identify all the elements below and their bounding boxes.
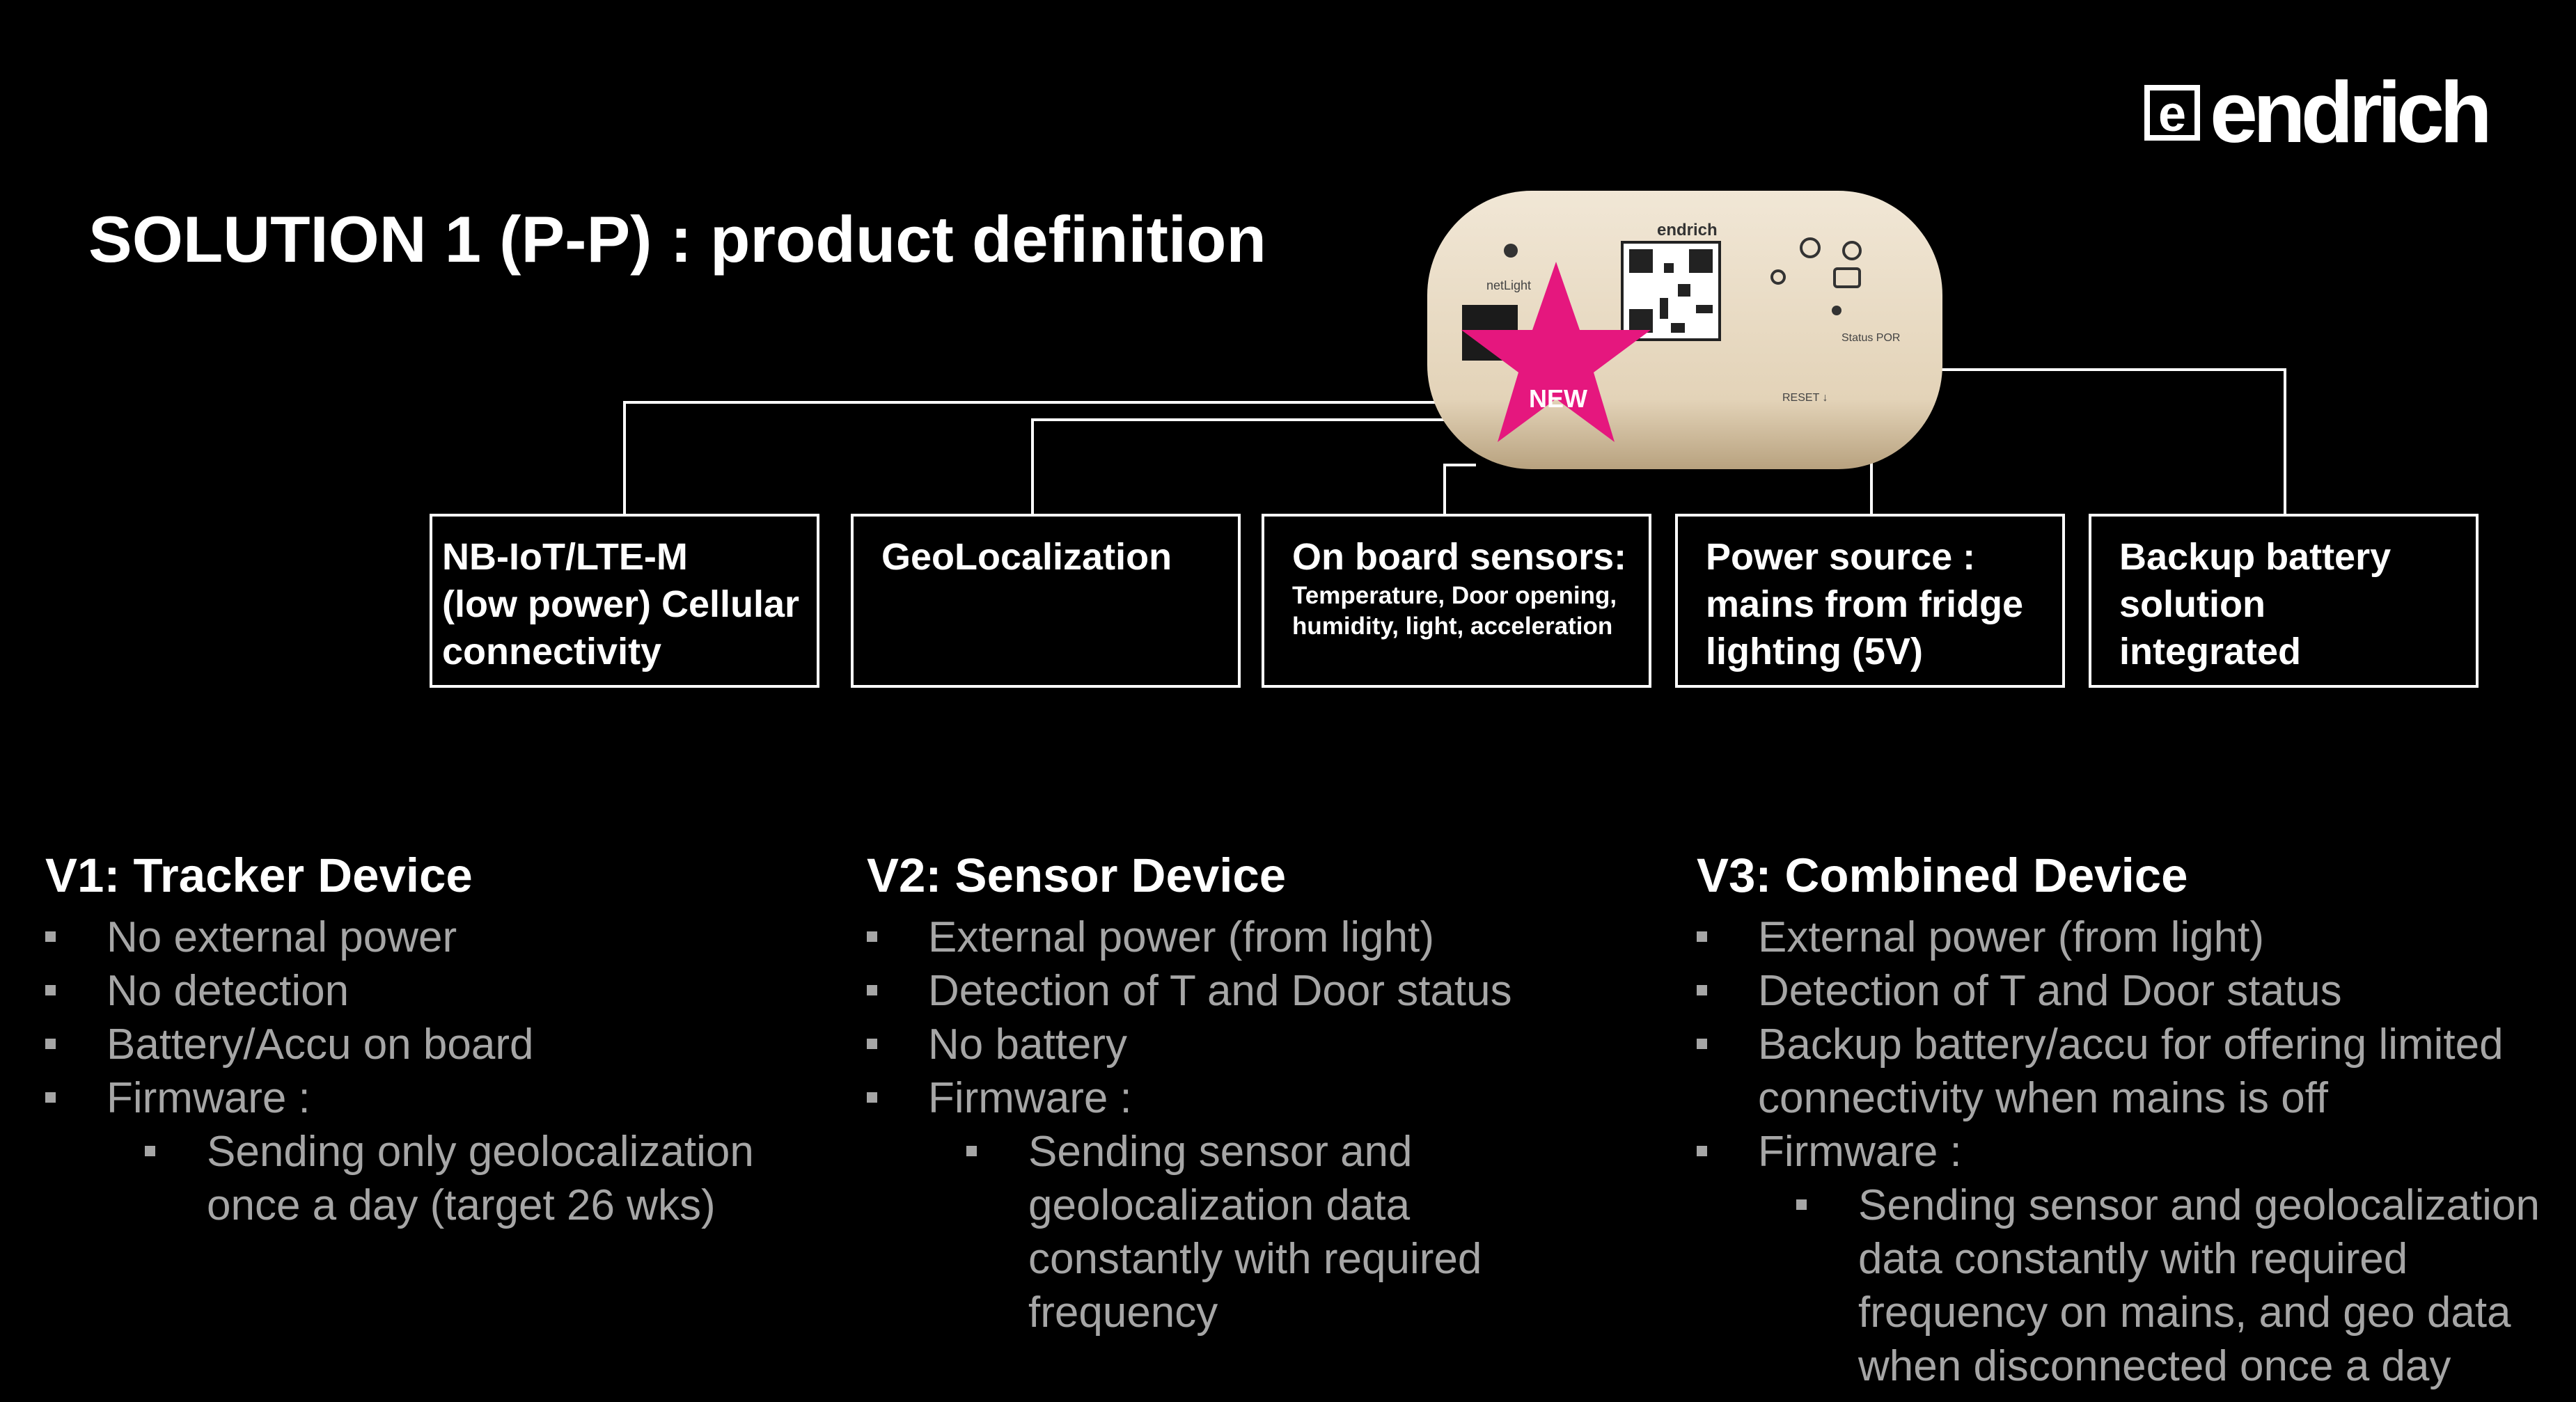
version-column-v3: V3: Combined Device External power (from… bbox=[1697, 841, 2540, 1393]
sub-bullet-item: Sending only geolocalization bbox=[45, 1125, 754, 1179]
device-print-reset: RESET ↓ bbox=[1782, 392, 1828, 404]
version-bullets: External power (from light)Detection of … bbox=[1697, 911, 2540, 1393]
bullet-item: connectivity when mains is off bbox=[1758, 1074, 2329, 1122]
sub-bullet-item: constantly with required bbox=[1028, 1235, 1482, 1283]
sub-bullet-item: frequency bbox=[1028, 1289, 1218, 1337]
device-image: endrich netLight Status POR RESET ↓ NEW bbox=[1420, 187, 1949, 479]
bullet-item: Firmware : bbox=[1697, 1125, 2540, 1179]
feature-box-geolocalization: GeoLocalization bbox=[851, 514, 1241, 688]
bullet-item: Firmware : bbox=[867, 1071, 1512, 1125]
svg-text:e: e bbox=[2158, 86, 2186, 141]
endrich-logo: e endrich bbox=[2144, 65, 2492, 161]
sub-bullet-item: once a day (target 26 wks) bbox=[207, 1181, 716, 1229]
sub-bullet-item: Sending sensor and geolocalization bbox=[1697, 1179, 2540, 1232]
endrich-e-logo-icon: e bbox=[2144, 85, 2200, 142]
version-bullets: External power (from light)Detection of … bbox=[867, 911, 1512, 1339]
feature-box-sensors: On board sensors: Temperature, Door open… bbox=[1262, 514, 1651, 688]
feature-box-connectivity: NB-IoT/LTE-M (low power) Cellular connec… bbox=[430, 514, 819, 688]
version-title: V1: Tracker Device bbox=[45, 849, 473, 902]
version-title: V2: Sensor Device bbox=[867, 849, 1287, 902]
sub-bullet-item: data constantly with required bbox=[1858, 1235, 2408, 1283]
sub-bullet-item: frequency on mains, and geo data bbox=[1858, 1289, 2511, 1337]
device-print-brand: endrich bbox=[1657, 221, 1718, 239]
bullet-item: No battery bbox=[867, 1018, 1512, 1071]
version-column-v2: V2: Sensor Device External power (from l… bbox=[867, 841, 1512, 1339]
sub-bullet-item: geolocalization data bbox=[1028, 1181, 1411, 1229]
bullet-item: No detection bbox=[45, 964, 754, 1018]
device-icons bbox=[1770, 237, 1862, 288]
sub-bullet-item: Sending sensor and bbox=[867, 1125, 1512, 1179]
bullet-item: No external power bbox=[45, 911, 754, 964]
bullet-item: Detection of T and Door status bbox=[867, 964, 1512, 1018]
device-print-status: Status POR bbox=[1841, 332, 1900, 344]
bullet-item: Detection of T and Door status bbox=[1697, 964, 2540, 1018]
logo-wordmark: endrich bbox=[2210, 65, 2492, 161]
connector-line-geolocalization bbox=[1031, 418, 1462, 514]
bullet-item: External power (from light) bbox=[1697, 911, 2540, 964]
connector-line-sensors bbox=[1443, 464, 1476, 514]
bullet-item: External power (from light) bbox=[867, 911, 1512, 964]
feature-box-power: Power source : mains from fridge lightin… bbox=[1675, 514, 2065, 688]
bullet-item: Firmware : bbox=[45, 1071, 754, 1125]
new-badge-label: NEW bbox=[1529, 384, 1587, 413]
device-print-netlight: netLight bbox=[1486, 278, 1531, 292]
slide-title: SOLUTION 1 (P-P) : product definition bbox=[88, 203, 1266, 276]
connector-line-battery bbox=[1908, 368, 2286, 514]
bullet-item: Battery/Accu on board bbox=[45, 1018, 754, 1071]
feature-box-backup-battery: Backup battery solution integrated bbox=[2089, 514, 2479, 688]
connector-line-connectivity bbox=[623, 401, 1455, 514]
led-indicator bbox=[1504, 244, 1518, 258]
version-title: V3: Combined Device bbox=[1697, 849, 2188, 902]
new-star-badge bbox=[1461, 262, 1651, 442]
bullet-item: Backup battery/accu for offering limited bbox=[1697, 1018, 2540, 1071]
sub-bullet-item: when disconnected once a day bbox=[1858, 1342, 2451, 1390]
